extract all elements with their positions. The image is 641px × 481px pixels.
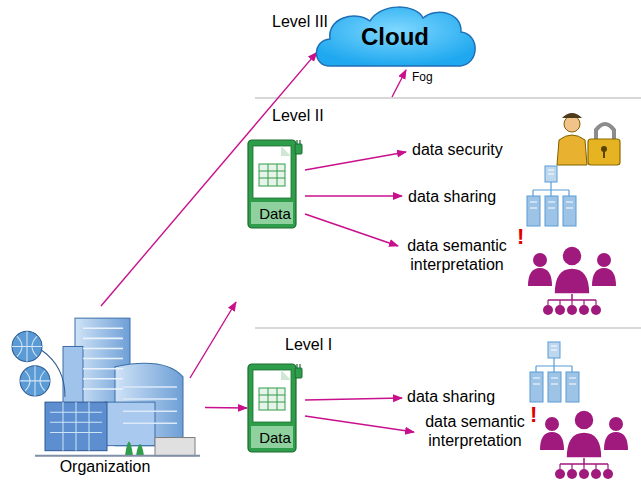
node-label: Data	[247, 429, 303, 446]
text-label: Fog	[412, 70, 433, 84]
cloud-node: Cloud	[310, 2, 480, 72]
text-label: data semantic interpretation	[418, 412, 532, 450]
text-label: Level III	[272, 12, 328, 31]
node-label: Data	[247, 205, 303, 222]
sharing-icon	[530, 342, 579, 402]
node-label: Organization	[5, 458, 205, 476]
text-label: Level II	[272, 106, 324, 125]
text-label: data sharing	[407, 387, 495, 406]
arrows	[190, 70, 414, 432]
level-divider	[255, 327, 641, 328]
arrow-connector	[205, 407, 247, 409]
organization-node: Organization	[5, 306, 205, 478]
text-label: data sharing	[408, 187, 496, 206]
sharing-icon	[527, 166, 576, 226]
text-label: Level I	[285, 335, 332, 354]
text-label: data security	[412, 140, 503, 159]
arrow-connector	[101, 52, 317, 306]
security-icon	[557, 113, 620, 165]
people-icon	[528, 246, 616, 315]
data-icon-node: Data	[247, 138, 303, 230]
building-illustration	[5, 306, 205, 478]
people-icon	[540, 410, 628, 479]
node-label: Cloud	[310, 23, 480, 51]
level-divider	[255, 97, 641, 98]
data-icon-node: Data	[247, 362, 303, 454]
text-label: data semantic interpretation	[400, 236, 514, 274]
alert-mark: !	[530, 402, 537, 428]
alert-mark: !	[517, 224, 524, 250]
